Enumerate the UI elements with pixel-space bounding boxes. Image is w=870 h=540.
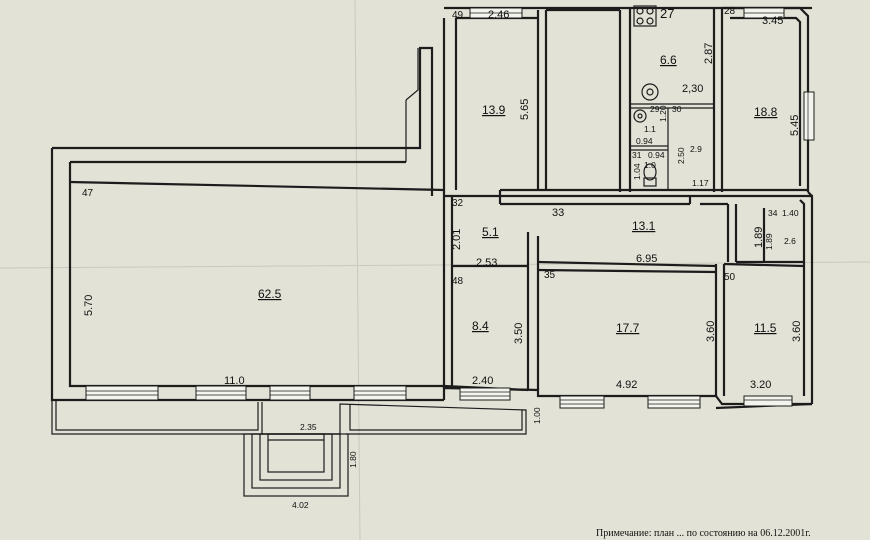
window <box>195 385 247 401</box>
dimension-label: 3.20 <box>750 379 771 391</box>
dimension-label: 1.20 <box>658 105 668 122</box>
plan-note: Примечание: план ... по состоянию на 06.… <box>596 528 811 539</box>
dimension-label: 3.60 <box>791 321 803 342</box>
dimension-label: 2,30 <box>682 83 703 95</box>
room-areas: 62.5 13.9 6.6 18.8 1.1 1.0 2.9 5.1 13.1 … <box>258 53 796 335</box>
dimension-label: 1.17 <box>692 178 709 188</box>
room-number-33: 33 <box>552 207 564 219</box>
room-number-49: 49 <box>452 10 464 21</box>
dimension-label: 1.80 <box>348 451 358 468</box>
area-label: 1.0 <box>644 160 656 170</box>
area-label: 11.5 <box>754 321 777 335</box>
dimension-label: 2.46 <box>488 9 509 21</box>
dimension-label: 4.92 <box>616 379 637 391</box>
room-number-50: 50 <box>724 272 736 283</box>
window <box>469 7 523 19</box>
washbasin-icon <box>633 109 647 123</box>
room-number-28: 28 <box>724 6 736 17</box>
room-number-30: 30 <box>672 104 682 114</box>
dimension-label: 0.94 <box>648 150 665 160</box>
room-number-47: 47 <box>82 188 94 199</box>
room-number-35: 35 <box>544 270 556 281</box>
dimension-label: 3.50 <box>513 323 525 344</box>
toilet-icon <box>643 163 657 187</box>
area-label: 2.9 <box>690 144 702 154</box>
dimension-label: 5.70 <box>83 295 95 316</box>
area-label: 13.9 <box>482 103 506 117</box>
dimension-label: 2.50 <box>676 147 686 164</box>
fixtures <box>633 5 659 187</box>
windows <box>85 7 815 409</box>
window <box>459 387 511 401</box>
dimension-label: 2.35 <box>300 422 317 432</box>
room-number-32: 32 <box>452 198 464 209</box>
window <box>647 395 701 409</box>
dimension-label: 1.00 <box>532 407 542 424</box>
room-number-34: 34 <box>768 208 778 218</box>
window <box>803 91 815 141</box>
area-label: 8.4 <box>472 319 489 333</box>
paper-fold <box>354 0 361 540</box>
dimension-label: 2.01 <box>451 229 463 250</box>
dimension-label: 1.40 <box>782 208 799 218</box>
area-label: 2.6 <box>784 236 796 246</box>
dimension-label: 2.40 <box>472 375 493 387</box>
area-label: 62.5 <box>258 287 282 301</box>
sink-icon <box>641 83 659 101</box>
dimension-label: 2.87 <box>703 43 715 64</box>
room-number-31: 31 <box>632 150 642 160</box>
dimension-label: 5.65 <box>519 99 531 120</box>
dimension-label: 1.04 <box>632 163 642 180</box>
dimension-label: 1.89 <box>764 233 774 250</box>
dimension-label: 5.45 <box>789 115 801 136</box>
dimension-label: 1.89 <box>753 227 765 248</box>
window <box>743 7 785 19</box>
dimension-label: 3.60 <box>705 321 717 342</box>
window <box>269 385 311 401</box>
dimension-label: 6.95 <box>636 253 657 265</box>
area-label: 18.8 <box>754 105 778 119</box>
stove-icon <box>633 5 657 27</box>
area-label: 13.1 <box>632 219 656 233</box>
area-label: 6.6 <box>660 53 677 67</box>
room-number-29: 29 <box>650 104 660 114</box>
dimension-label: 11.0 <box>224 375 245 387</box>
area-label: 5.1 <box>482 225 499 239</box>
balcony <box>51 400 527 497</box>
room-number-48: 48 <box>452 276 464 287</box>
window <box>559 395 605 409</box>
dimension-label: 0.94 <box>636 136 653 146</box>
area-label: 1.1 <box>644 124 656 134</box>
dimension-label: 2.53 <box>476 257 497 269</box>
dimension-label: 3.45 <box>762 15 783 27</box>
dimension-label: 4.02 <box>292 500 309 510</box>
area-label: 17.7 <box>616 321 640 335</box>
dimensions: 2.46 3.45 2.87 2,30 5.65 5.45 1.20 0.94 … <box>83 9 803 510</box>
room-number-27: 27 <box>660 6 674 21</box>
window <box>85 385 159 401</box>
window <box>353 385 407 401</box>
room-numbers: 27 28 29 30 31 32 33 34 35 47 48 49 50 <box>82 6 778 287</box>
window <box>743 395 793 407</box>
